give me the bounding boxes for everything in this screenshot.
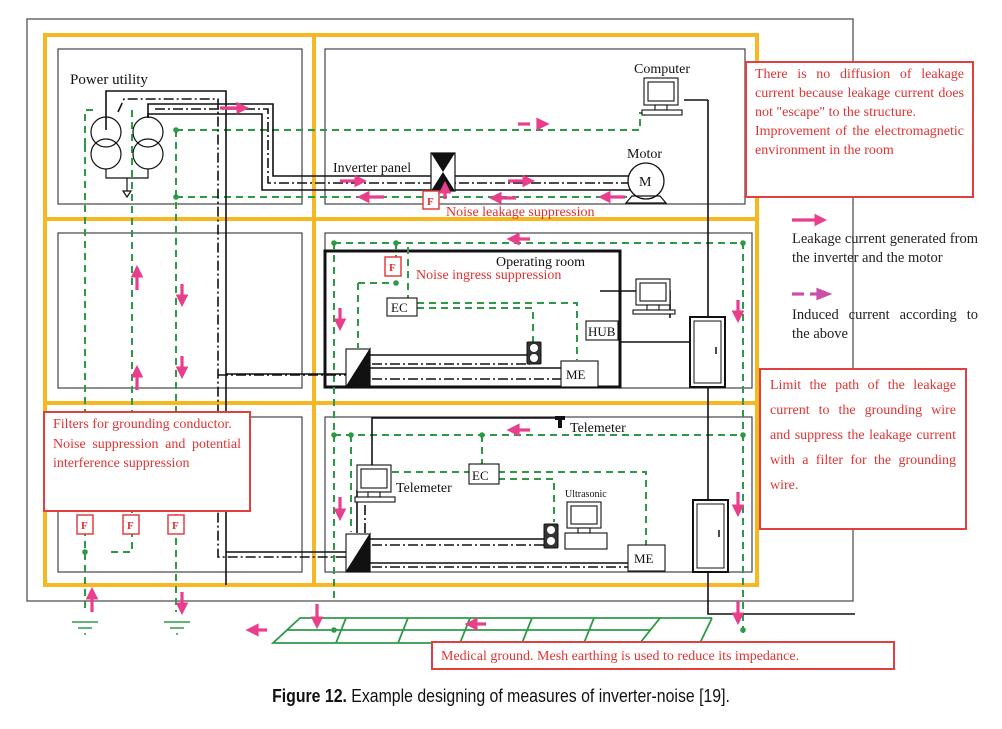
legend-induced-text: Induced current according to the above <box>792 307 978 342</box>
equipment-boxes <box>386 297 666 572</box>
outlet-icon <box>526 341 559 549</box>
operating-room <box>323 249 622 389</box>
label-operating-room: Operating room <box>496 255 585 270</box>
leakage-current-arrows <box>85 101 828 630</box>
filter-boxes <box>76 190 440 535</box>
label-motor-symbol: M <box>639 175 652 190</box>
label-telemeter-device: Telemeter <box>396 481 452 496</box>
label-power-utility: Power utility <box>70 72 148 88</box>
room-power-utility <box>57 48 303 205</box>
filter-label: F <box>427 196 434 208</box>
computer-icon <box>641 77 683 116</box>
note-improvement-text: Improvement of the electromagnetic envir… <box>755 124 964 158</box>
label-motor: Motor <box>627 147 662 162</box>
power-cables <box>105 90 855 615</box>
figure-caption-text: Example designing of measures of inverte… <box>346 686 730 706</box>
filter-label: F <box>81 520 88 532</box>
room-bottom-right <box>324 416 753 573</box>
note-medical-ground: Medical ground. Mesh earthing is used to… <box>431 641 895 670</box>
label-ec-lower: EC <box>472 468 489 483</box>
label-ec-operating: EC <box>391 300 408 315</box>
floor-frames <box>43 33 759 587</box>
signal-cables-dashdot <box>117 98 628 568</box>
filter-label: F <box>389 262 396 274</box>
inverter-noise-diagram: Power utility Computer Inverter panel Mo… <box>26 18 855 644</box>
cabinet-icon <box>689 316 729 573</box>
label-noise-ingress-suppression: Noise ingress suppression <box>416 268 561 283</box>
legend-leakage-text: Leakage current generated from the inver… <box>792 231 978 266</box>
monitor-icon-operating <box>632 278 676 315</box>
note-no-diffusion-text: There is no diffusion of leakage current… <box>755 67 964 120</box>
note-no-diffusion: There is no diffusion of leakage current… <box>745 61 974 198</box>
label-me-lower: ME <box>634 551 654 566</box>
note-noise-suppression-text: Noise suppression and potential interfer… <box>53 436 241 472</box>
floor-frame-outer <box>43 33 759 587</box>
note-filters-grounding: Filters for grounding conductor. Noise s… <box>43 411 251 512</box>
label-computer: Computer <box>634 62 690 77</box>
antenna-icon <box>555 416 565 428</box>
mesh-earthing <box>270 617 713 644</box>
label-hub: HUB <box>588 324 616 339</box>
note-limit-path-text: Limit the path of the leakage current to… <box>770 378 956 493</box>
earth-ground-icon <box>72 621 190 635</box>
label-ultrasonic: Ultrasonic <box>565 489 607 500</box>
inverter-icon <box>430 152 456 192</box>
telemeter-monitor-icon <box>354 464 396 503</box>
label-telemeter-top: Telemeter <box>570 421 626 436</box>
label-noise-leakage-suppression: Noise leakage suppression <box>446 205 595 220</box>
motor-icon <box>624 162 668 204</box>
ground-junctions <box>82 110 746 633</box>
label-me-operating: ME <box>566 367 586 382</box>
figure-caption-label: Figure 12. <box>272 686 347 706</box>
note-medical-ground-text: Medical ground. Mesh earthing is used to… <box>441 649 800 664</box>
filter-label: F <box>127 520 134 532</box>
transformer-icon <box>90 116 164 199</box>
induced-current-arrows <box>245 117 833 637</box>
figure-caption: Figure 12. Example designing of measures… <box>60 686 942 707</box>
note-limit-path: Limit the path of the leakage current to… <box>759 368 967 530</box>
room-mid-left <box>57 232 303 389</box>
ultrasonic-icon <box>564 501 608 550</box>
building-outline <box>26 18 854 602</box>
distribution-panel-icon <box>345 347 371 573</box>
filter-label: F <box>172 520 179 532</box>
note-filters-grounding-text: Filters for grounding conductor. <box>53 417 232 432</box>
label-inverter-panel: Inverter panel <box>333 161 411 176</box>
